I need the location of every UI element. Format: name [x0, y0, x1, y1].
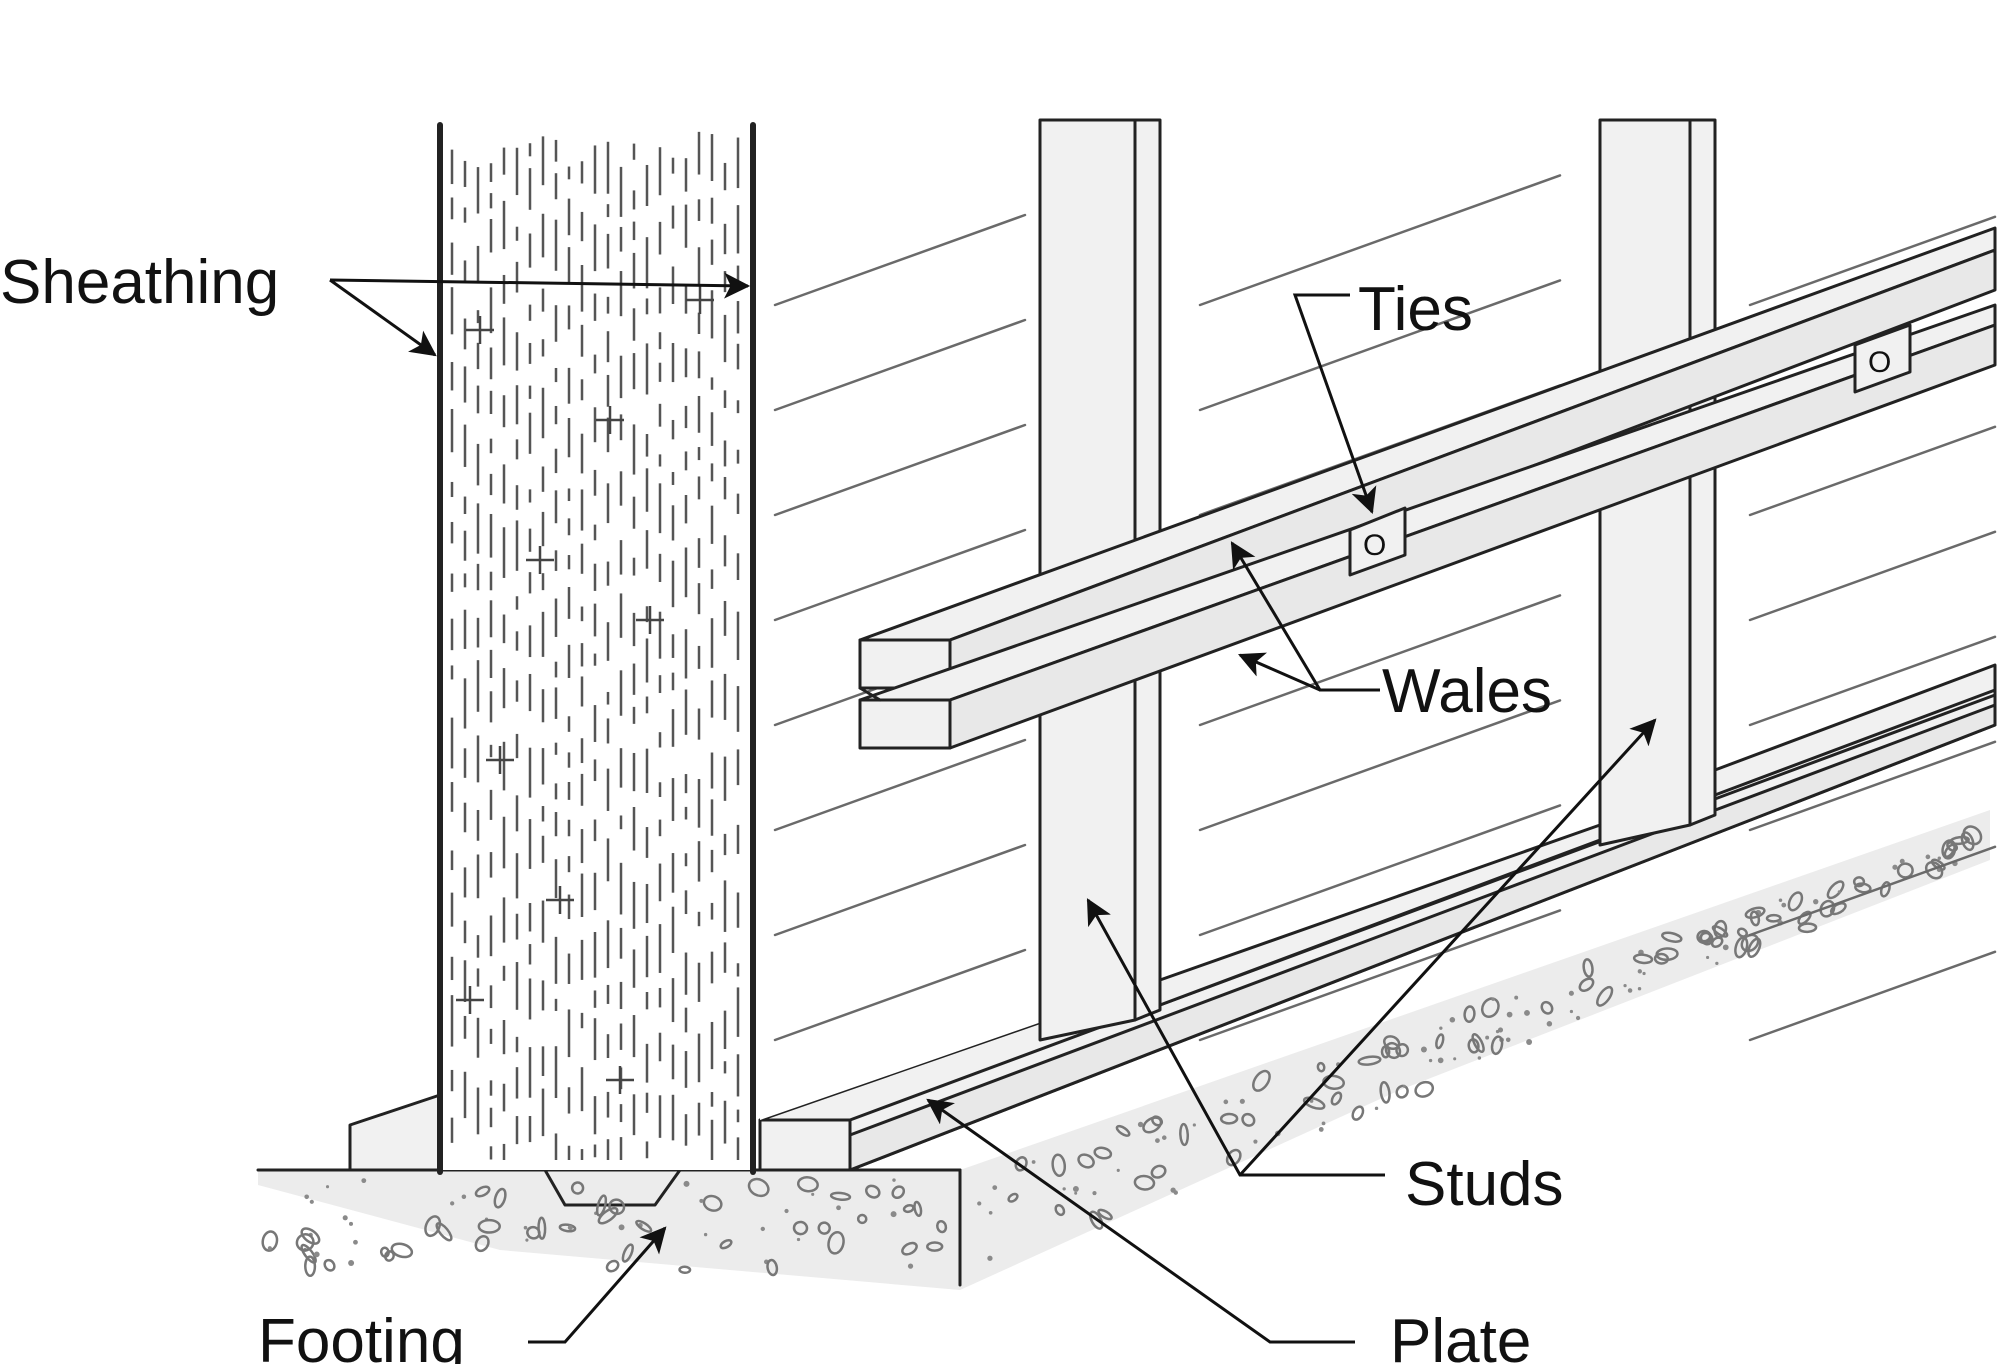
tie-1-mark: O: [1363, 529, 1386, 562]
label-studs: Studs: [1405, 1150, 1564, 1219]
label-sheathing: Sheathing: [0, 248, 279, 317]
tie-2-mark: O: [1868, 346, 1891, 379]
tie-2: O: [1853, 323, 1912, 394]
label-ties: Ties: [1358, 275, 1473, 344]
labels: Sheathing Ties Wales Studs Footing Plate: [0, 248, 1564, 1364]
studs-arrow-right: [1238, 718, 1657, 1177]
ties: O O: [1348, 323, 1912, 577]
label-wales: Wales: [1382, 657, 1552, 726]
sheathing-arrow-right: [329, 272, 751, 299]
label-plate: Plate: [1390, 1307, 1531, 1364]
footing-arrow: [528, 1226, 667, 1344]
label-footing: Footing: [258, 1307, 465, 1364]
footing-aggregate: [261, 825, 1983, 1278]
wales-arrow-lower: [1238, 652, 1321, 692]
sheathing-arrow-left: [329, 278, 437, 357]
leader-lines: [329, 272, 1657, 1344]
tie-1: O: [1348, 506, 1407, 577]
wales: [858, 226, 1997, 750]
plate-arrow: [926, 1098, 1355, 1344]
front-sheathing-section: [437, 122, 756, 1175]
ties-arrow: [1292, 293, 1377, 515]
sheathing-grain-marks: [450, 131, 740, 1160]
